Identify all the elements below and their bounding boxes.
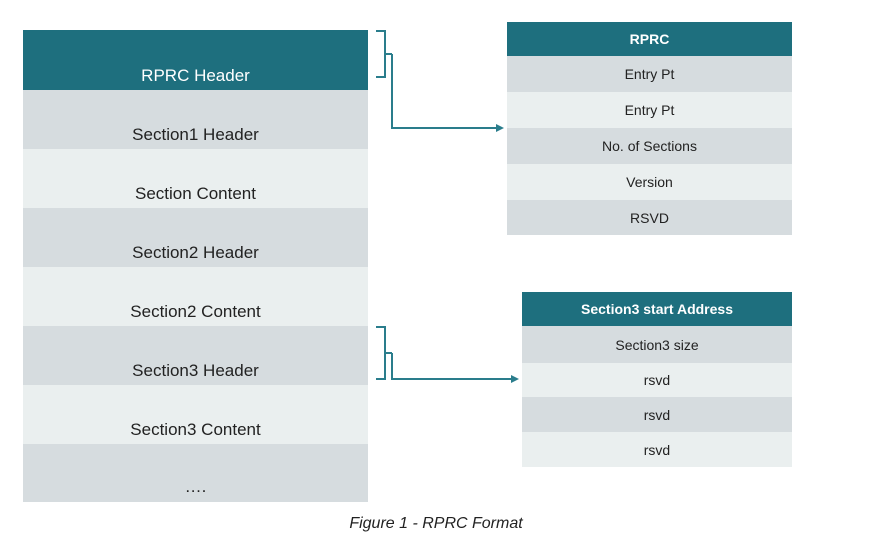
- section1-header-label: Section1 Header: [132, 125, 259, 144]
- rprc-table-title: RPRC: [507, 22, 792, 56]
- section3-arrow: [391, 353, 519, 383]
- ellipsis-label: ….: [184, 477, 207, 496]
- ellipsis-block: ….: [23, 444, 368, 502]
- rprc-row-entry-pt-2: Entry Pt: [507, 92, 792, 128]
- section3-content-label: Section3 Content: [130, 420, 261, 439]
- rprc-row-rsvd: RSVD: [507, 200, 792, 235]
- section2-content-label: Section2 Content: [130, 302, 261, 321]
- section2-header-block: Section2 Header: [23, 208, 368, 267]
- section3-row-rsvd-2: rsvd: [522, 397, 792, 432]
- figure-caption: Figure 1 - RPRC Format: [349, 515, 523, 532]
- rprc-arrow: [391, 54, 504, 132]
- rprc-brace: [376, 30, 386, 78]
- rprc-header-label: RPRC Header: [141, 66, 250, 85]
- section2-header-label: Section2 Header: [132, 243, 259, 262]
- section3-row-rsvd-1: rsvd: [522, 363, 792, 397]
- section3-row-rsvd-3: rsvd: [522, 432, 792, 467]
- rprc-row-num-sections: No. of Sections: [507, 128, 792, 164]
- section1-header-block: Section1 Header: [23, 90, 368, 149]
- section3-content-block: Section3 Content: [23, 385, 368, 444]
- section3-header-block: Section3 Header: [23, 326, 368, 385]
- section3-row-size: Section3 size: [522, 326, 792, 363]
- section3-table-title: Section3 start Address: [522, 292, 792, 326]
- rprc-row-version: Version: [507, 164, 792, 200]
- section3-header-label: Section3 Header: [132, 361, 259, 380]
- rprc-row-entry-pt-1: Entry Pt: [507, 56, 792, 92]
- rprc-header-block: RPRC Header: [23, 30, 368, 90]
- section2-content-block: Section2 Content: [23, 267, 368, 326]
- section-content-block: Section Content: [23, 149, 368, 208]
- section3-brace: [376, 326, 386, 380]
- section-content-label: Section Content: [135, 184, 256, 203]
